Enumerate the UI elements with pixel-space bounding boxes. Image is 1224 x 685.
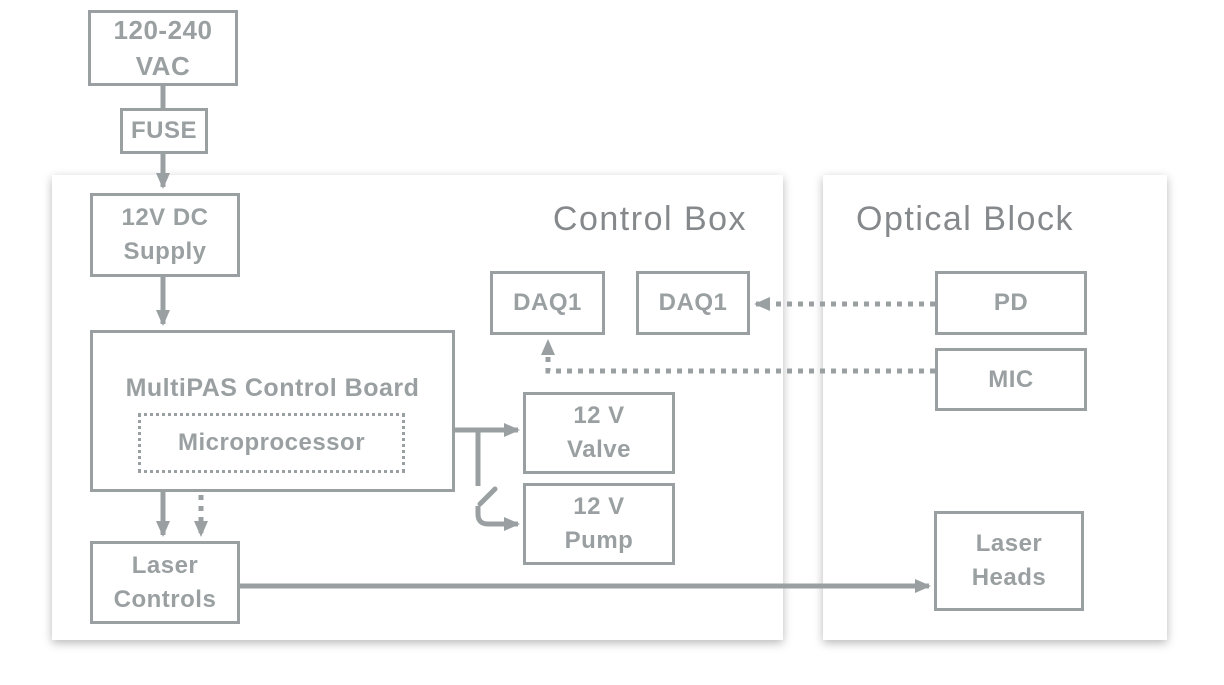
optical-block-title: Optical Block xyxy=(856,200,1074,238)
node-control-board: MultiPAS Control Board Microprocessor xyxy=(90,330,455,492)
node-vac: 120-240 VAC xyxy=(88,10,238,86)
control-box-title: Control Box xyxy=(552,200,748,238)
node-laser-controls: Laser Controls xyxy=(90,541,240,624)
node-pd: PD xyxy=(935,271,1087,335)
node-pump: 12 V Pump xyxy=(523,483,675,565)
node-daq1-left: DAQ1 xyxy=(490,271,605,335)
node-daq1-right: DAQ1 xyxy=(636,271,750,335)
node-fuse: FUSE xyxy=(120,108,208,154)
node-microprocessor: Microprocessor xyxy=(138,413,405,473)
node-valve: 12 V Valve xyxy=(523,392,675,474)
node-laser-heads: Laser Heads xyxy=(934,511,1084,611)
control-board-label: MultiPAS Control Board xyxy=(125,374,420,402)
node-mic: MIC xyxy=(935,348,1087,411)
node-dc-supply: 12V DC Supply xyxy=(90,193,240,277)
